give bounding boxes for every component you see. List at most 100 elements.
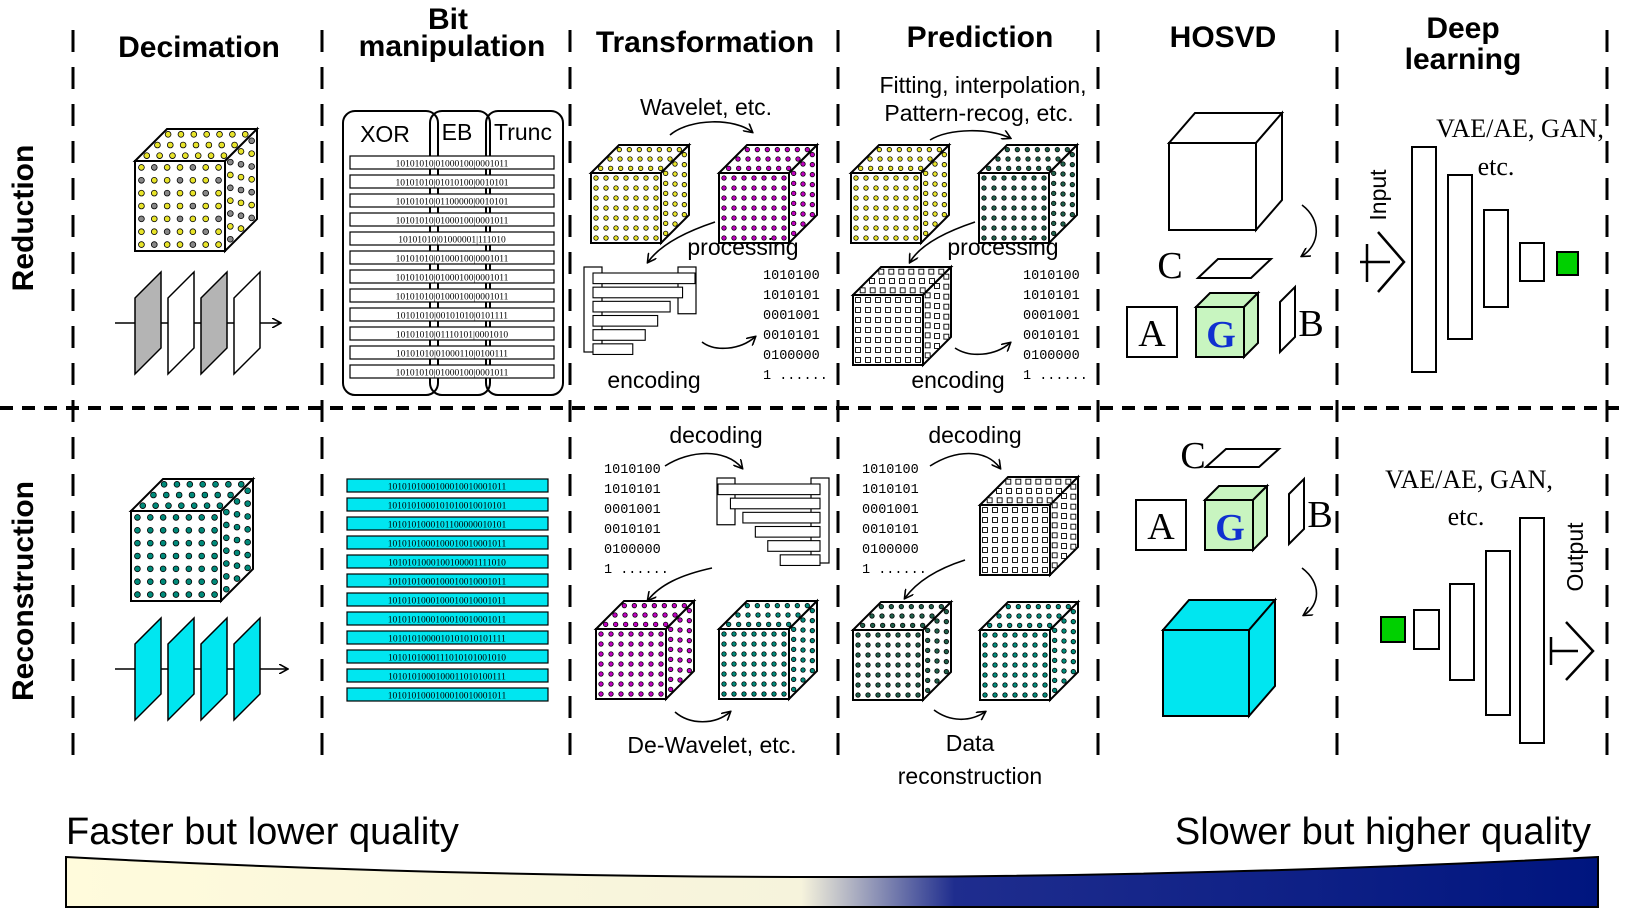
bit-row: 1010101000101100000010101 [346,516,549,531]
header-decimation: Decimation [118,31,280,64]
pred-reconstruction-label: reconstruction [898,763,1042,789]
prediction-reduction: Fitting, interpolation, Pattern-recog, e… [879,72,1087,393]
bitstream-line: 1010100 [1023,269,1080,284]
row-label-reduction: Reduction [7,145,40,292]
input-arrow-icon [1360,231,1406,293]
bit-row-text: 1010101000100011010100111 [388,673,506,683]
pred-processing-label: processing [947,234,1058,260]
bit-row-text: 1010101000100010010001011 [388,540,507,550]
pred-cube-residual-rec [977,474,1081,578]
hosvd-b-label: B [1298,303,1323,345]
bitstream-line: 1010100 [604,463,661,478]
trans-processing-label: processing [687,234,798,260]
hosvd-g-label-rec: G [1215,507,1245,549]
hosvd-cube-white [1166,110,1285,233]
bit-row: 1010101000100010010001011 [346,611,549,626]
bit-manip-table: XOR EB Trunc 10101010|01000100|0001011 10… [342,110,564,396]
hosvd-c-matrix [1195,258,1274,279]
hosvd-cube-cyan [1160,597,1278,719]
quality-left-label: Faster but lower quality [66,811,459,853]
encoding-tree [583,266,697,356]
prediction-reconstruction: decoding 1010100101010100010010010101010… [862,422,1042,789]
bit-row: 1010101000100010010001011 [346,573,549,588]
bitstream-line: 0010101 [763,329,820,344]
column-headers: Decimation Bit manipulation Transformati… [118,3,1521,76]
header-deep: Deep [1426,12,1499,45]
deep-etc-label: etc. [1478,152,1515,181]
bitstream-line: 1010101 [763,289,820,304]
bit-row-text: 10101010|00101010|0101111 [396,312,508,322]
bit-row-text: 1010101000100010010001011 [388,597,507,607]
deep-decoder: VAE/AE, GAN, etc. Output [1380,465,1595,744]
bit-row-text: 10101010|01000100|0001011 [396,293,509,303]
bit-row-text: 10101010|01000100|0001011 [396,255,509,265]
trans-cube-magenta-rec [593,598,697,702]
pred-cube-yellow [848,142,952,246]
bit-header-eb: EB [442,119,473,145]
bitstream-line: 0010101 [604,523,661,538]
bit-row: 1010101000100100001111010 [346,554,549,569]
bit-row: 10101010|01110101|0001010 [349,326,555,341]
pred-cube-residual [850,264,954,368]
bit-row: 10101010|01000100|0001011 [349,288,555,303]
decimation-cube-teal [128,476,256,604]
bit-row: 10101010|01000100|0001011 [349,364,555,379]
bitstream-line: 1010101 [604,483,661,498]
header-hosvd: HOSVD [1170,21,1277,54]
bit-row-text: 1010101000100010010001011 [388,578,507,588]
deep-encoder: VAE/AE, GAN, etc. Input [1360,114,1604,373]
header-bit: Bit [428,3,468,36]
pred-cube-teal-rec [977,599,1081,703]
bitstream-line: 1010100 [862,463,919,478]
bit-row-text: 10101010|01010100|0010101 [395,179,508,189]
bitstream-line: 1 ...... [763,369,828,384]
bitstream-line: 1 ...... [862,563,927,578]
bit-row: 1010101000100010010001011 [346,592,549,607]
trans-encoding-label: encoding [607,367,700,393]
bit-row: 10101010|01000100|0001011 [349,250,555,265]
bit-row-text: 1010101000101100000010101 [388,521,507,531]
bitstream-line: 1010100 [763,269,820,284]
transformation-reduction: Wavelet, etc. processing encoding 101010… [583,94,828,393]
bit-header-xor: XOR [360,121,410,147]
trans-dewavelet-label: De-Wavelet, etc. [627,732,796,758]
bit-row-text: 10101010|01100000|0010101 [396,198,509,208]
decimation-slices-reconstruction [115,616,287,722]
hosvd-reconstruction: C A G B [1135,435,1333,719]
deep-models-label-rec: VAE/AE, GAN, [1385,465,1553,494]
latent-code-box [1556,251,1579,276]
bitstream-line: 0100000 [862,543,919,558]
hosvd-core-g-rec [1202,483,1270,553]
bit-row: 10101010|01000100|0001011 [349,212,555,227]
column-separators [71,30,1609,770]
pred-encoding-label: encoding [911,367,1004,393]
bit-row-text: 10101010|01000100|0001011 [396,369,509,379]
bitstream-line: 0010101 [1023,329,1080,344]
hosvd-core-g [1193,290,1261,360]
bit-row: 1010101000100010010001011 [346,535,549,550]
pred-fitting-label: Fitting, interpolation, [879,72,1086,98]
deep-models-label: VAE/AE, GAN, [1436,114,1604,143]
bit-row: 10101010|01000110|0100111 [349,345,555,360]
header-learning: learning [1405,43,1522,76]
trans-cube-yellow [588,142,692,246]
bitstream-line: 0001001 [1023,309,1080,324]
bit-row: 1010101000100010010001011 [346,478,549,493]
hosvd-a-matrix-rec [1135,499,1187,551]
bit-row-text: 10101010|01000001|111010 [398,236,506,246]
row-label-reconstruction: Reconstruction [7,481,40,701]
header-prediction: Prediction [907,21,1054,54]
hosvd-b-matrix-rec [1288,476,1305,547]
quality-wedge [65,855,1599,908]
bit-row: 10101010|01000100|0001011 [349,155,555,170]
bit-row: 10101010|01000100|0001011 [349,269,555,284]
quality-right-label: Slower but higher quality [1175,811,1591,853]
decimation-cube-yellow [132,126,260,254]
bit-row-text: 1010101000100100001111010 [388,559,506,569]
bit-row-text: 10101010|01000100|0001011 [396,274,509,284]
trans-cube-magenta [716,142,820,246]
output-arrow-icon [1549,621,1595,681]
bit-header-trunc: Trunc [494,119,552,145]
